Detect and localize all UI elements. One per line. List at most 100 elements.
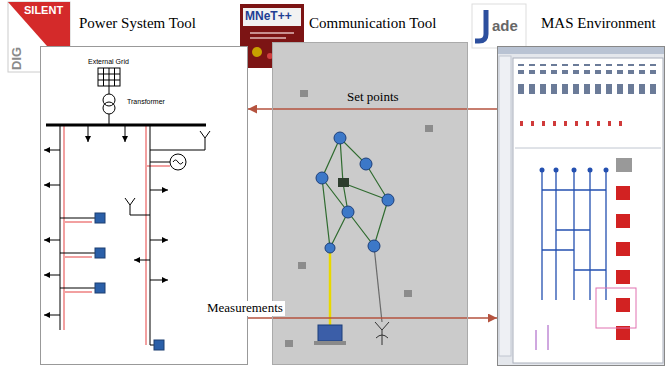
- jade-gui: [588, 168, 593, 173]
- communication-network: [285, 340, 293, 347]
- communication-network: [298, 262, 306, 269]
- communication-network: [342, 206, 354, 218]
- power-network: [125, 198, 135, 215]
- power-network: [170, 154, 186, 170]
- jade-logo: [475, 10, 486, 41]
- panel-heading: MAS Environment: [541, 14, 656, 32]
- data-flow-arrow: [248, 108, 497, 110]
- logo-text: DIG: [10, 47, 25, 70]
- flow-label: Measurements: [205, 301, 285, 316]
- logo-text: ade: [492, 17, 518, 34]
- panel-ground: [497, 46, 665, 366]
- communication-network: [329, 248, 332, 325]
- power-network: [60, 253, 95, 254]
- power-network: [125, 125, 126, 142]
- jade-gui: [518, 84, 656, 94]
- jade-gui: [554, 168, 559, 173]
- power-network: [200, 131, 210, 150]
- logo-text: MNeT++: [245, 10, 292, 24]
- power-network: [154, 340, 164, 350]
- panel-ground: [40, 46, 248, 365]
- power-network: [46, 124, 206, 127]
- power-network: [44, 275, 60, 276]
- communication-network: [322, 138, 388, 248]
- logo-text: SILENT: [24, 4, 63, 17]
- power-network: [98, 68, 120, 86]
- jade-gui: [616, 270, 630, 284]
- communication-network: [338, 178, 349, 187]
- power-system-panel: Power System Tool: [40, 46, 248, 365]
- omnet-logo: [250, 37, 286, 39]
- jade-logo: [472, 4, 526, 48]
- power-network: [150, 150, 205, 151]
- jade-gui: [513, 58, 663, 363]
- power-network: [150, 345, 154, 346]
- flow-label: Measurements: [205, 301, 285, 316]
- jade-gui: [499, 56, 511, 356]
- panel-ground: [272, 42, 468, 365]
- communication-network: [368, 240, 380, 252]
- power-network: [150, 280, 168, 281]
- power-network: [44, 150, 60, 151]
- communication-network: [375, 322, 389, 345]
- communication-network: [300, 90, 308, 97]
- logo-text: MNeT++: [245, 10, 292, 24]
- jade-gui: [616, 242, 630, 256]
- flow-label: Set points: [345, 90, 401, 105]
- mas-panel: MAS Environment: [497, 46, 665, 366]
- component-label: External Grid: [88, 58, 129, 66]
- communication-network: [285, 90, 433, 347]
- power-network: [150, 162, 170, 163]
- power-network: [88, 125, 89, 142]
- power-network: [109, 86, 110, 94]
- power-network: [95, 213, 105, 223]
- panel-heading: Communication Tool: [309, 14, 436, 32]
- flow-label: Set points: [345, 90, 401, 105]
- communication-network: [334, 132, 346, 144]
- power-network: [134, 260, 150, 261]
- power-network: [150, 125, 151, 345]
- power-network: [60, 218, 95, 219]
- jade-gui: [520, 120, 630, 126]
- jade-gui: [536, 325, 548, 350]
- communication-network: [318, 325, 342, 341]
- communication-network: [425, 125, 433, 132]
- power-network: [64, 125, 170, 345]
- jade-gui: [542, 170, 606, 300]
- jade-gui: [572, 168, 577, 173]
- logo-text: DIG: [10, 47, 25, 70]
- power-network: [130, 215, 150, 216]
- component-label: Transformer: [127, 98, 165, 106]
- power-network: [173, 160, 183, 164]
- omnet-logo: [243, 8, 301, 26]
- power-network: [60, 125, 61, 330]
- jade-gui: [518, 64, 656, 74]
- jade-gui: [497, 46, 665, 363]
- communication-network: [404, 290, 412, 297]
- jade-gui: [540, 168, 545, 173]
- power-network: [95, 248, 105, 258]
- communication-network: [316, 172, 328, 184]
- jade-gui: [616, 158, 632, 172]
- logo-text: SILENT: [24, 4, 63, 17]
- power-network: [44, 68, 210, 350]
- jade-gui: [616, 186, 630, 200]
- panel-heading: Power System Tool: [79, 14, 196, 32]
- power-network: [44, 315, 60, 316]
- communication-network: [325, 243, 335, 253]
- power-network: [44, 240, 60, 241]
- communication-network: [314, 341, 346, 345]
- power-network: [60, 288, 95, 289]
- power-network: [150, 190, 168, 191]
- power-network: [109, 114, 110, 125]
- data-flow-arrow: [248, 317, 497, 319]
- panel-ground: [40, 42, 665, 366]
- jade-gui: [596, 288, 636, 328]
- power-network: [103, 102, 115, 114]
- communication-network: [360, 158, 372, 170]
